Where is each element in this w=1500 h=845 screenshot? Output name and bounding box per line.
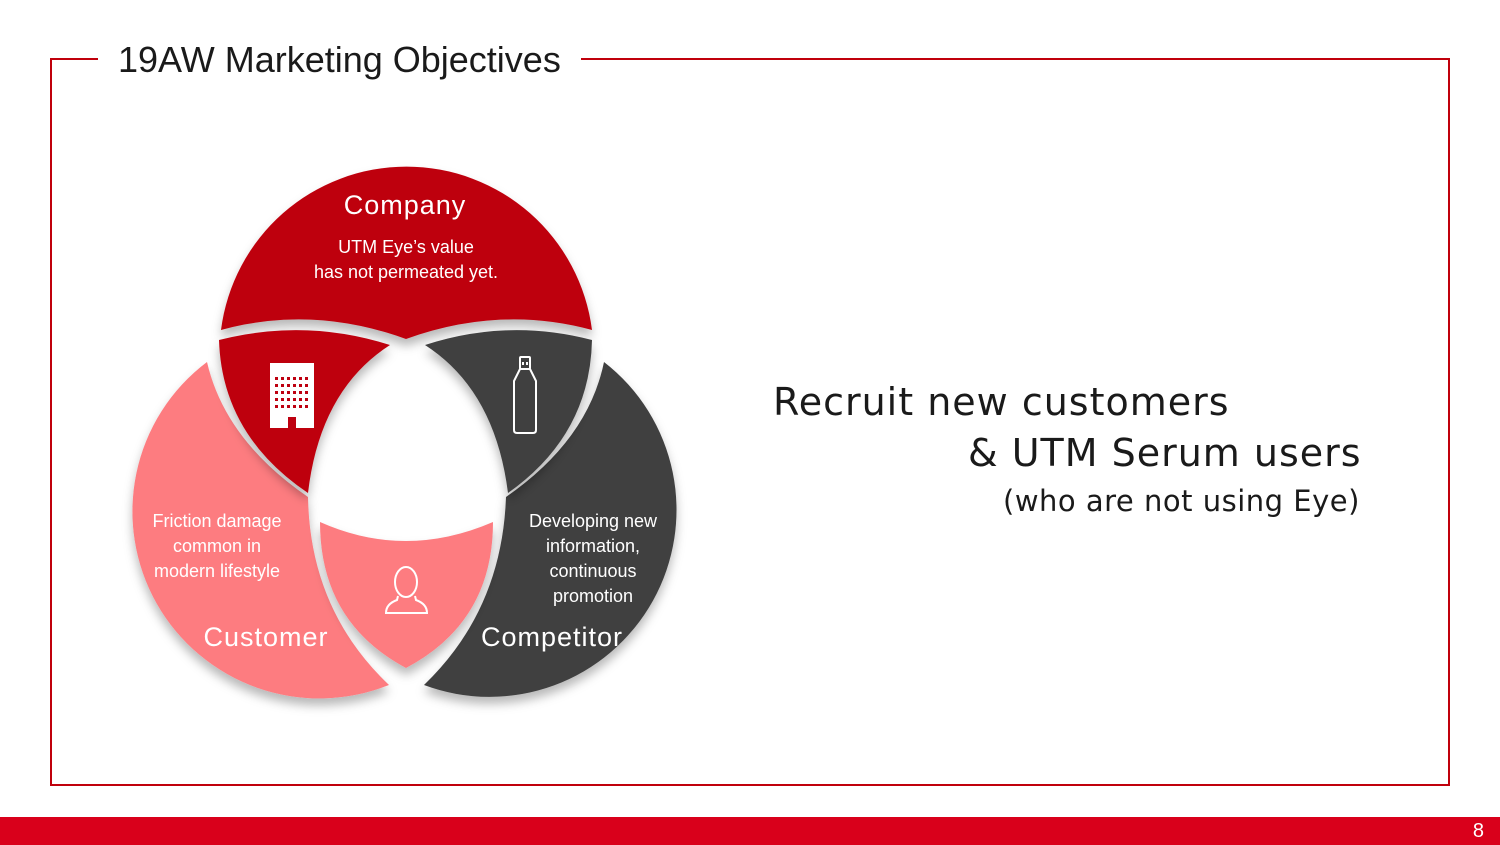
customer-desc-line-3: modern lifestyle	[154, 561, 280, 581]
objective-line-3: (who are not using Eye)	[1003, 484, 1360, 518]
competitor-segment	[424, 362, 677, 697]
competitor-label: Competitor	[481, 622, 623, 652]
objective-line-2: & UTM Serum users	[968, 431, 1362, 475]
competitor-desc-line-3: continuous	[549, 561, 636, 581]
content-frame	[50, 58, 1450, 786]
page-number: 8	[1472, 820, 1484, 842]
competitor-desc-line-4: promotion	[553, 586, 633, 606]
competitor-overlap	[425, 330, 592, 493]
objective-line-1: Recruit new customers	[773, 380, 1230, 424]
company-desc-line-1: UTM Eye’s value	[338, 237, 474, 257]
customer-desc-line-1: Friction damage	[152, 511, 281, 531]
company-label: Company	[344, 190, 467, 220]
bottle-icon	[513, 356, 537, 434]
page-title: 19AW Marketing Objectives	[98, 36, 581, 84]
company-desc-line-2: has not permeated yet.	[314, 262, 498, 282]
company-segment	[221, 166, 592, 339]
footer-bar: 8	[0, 817, 1500, 845]
customer-label: Customer	[203, 622, 328, 652]
customer-desc-line-2: common in	[173, 536, 261, 556]
customer-overlap	[320, 522, 493, 668]
competitor-desc-line-2: information,	[546, 536, 640, 556]
customer-segment	[132, 362, 389, 699]
competitor-desc-line-1: Developing new	[529, 511, 658, 531]
building-icon	[270, 363, 314, 428]
person-icon	[384, 566, 429, 614]
